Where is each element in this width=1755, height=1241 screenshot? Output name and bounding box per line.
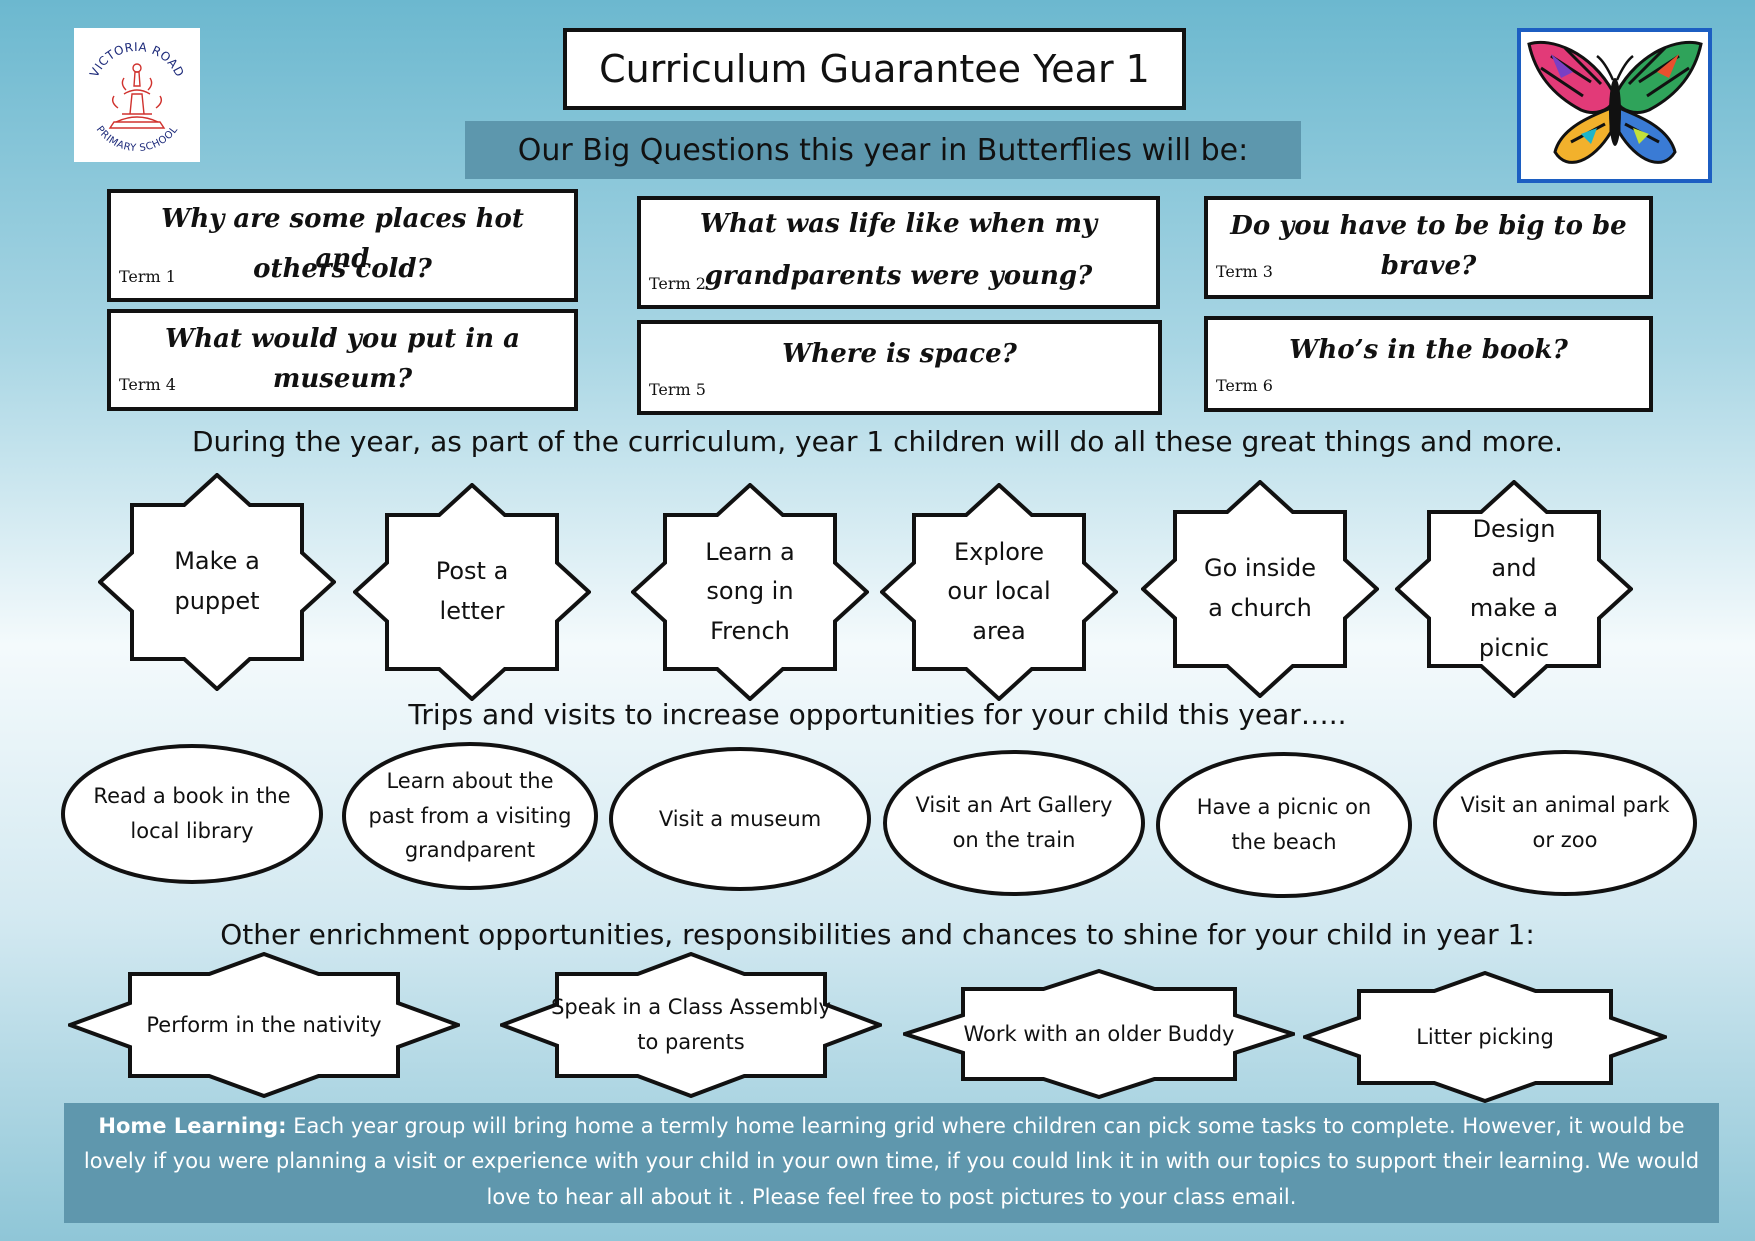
- question-line: What was life like when my: [699, 209, 1098, 239]
- logo-bottom-text: PRIMARY SCHOOL: [94, 124, 180, 154]
- trip-oval: Read a book in the local library: [60, 743, 324, 885]
- trip-label: Visit a museum: [658, 806, 822, 831]
- question-box-term-3: Do you have to be big to be brave? Term …: [1204, 196, 1653, 299]
- term-label: Term 3: [1216, 262, 1273, 281]
- trip-oval: Visit a museum: [608, 746, 872, 892]
- butterfly-icon: [1527, 40, 1703, 164]
- enrichment-star: Litter picking: [1303, 971, 1667, 1103]
- curriculum-activities-heading: During the year, as part of the curricul…: [191, 425, 1564, 458]
- trip-label: Learn about the past from a visiting gra…: [368, 769, 572, 863]
- trip-label: Visit an animal park or zoo: [1460, 793, 1670, 852]
- trip-label: Have a picnic on the beach: [1196, 795, 1372, 854]
- trips-heading: Trips and visits to increase opportuniti…: [408, 698, 1347, 731]
- big-questions-banner: Our Big Questions this year in Butterfli…: [465, 121, 1301, 179]
- activity-star: Make a puppet: [98, 473, 336, 691]
- question-line: others cold?: [253, 254, 432, 284]
- enrichment-label: Work with an older Buddy: [963, 1021, 1235, 1046]
- question-line: What would you put in a: [165, 324, 520, 354]
- question-box-term-4: What would you put in a museum? Term 4: [107, 309, 578, 411]
- home-learning-label: Home Learning:: [98, 1114, 287, 1138]
- enrichment-star: Speak in a Class Assembly to parents: [500, 952, 882, 1098]
- home-learning-panel: Home Learning: Each year group will brin…: [64, 1103, 1719, 1223]
- enrichment-label: Speak in a Class Assembly to parents: [551, 995, 831, 1054]
- question-box-term-2: What was life like when my grandparents …: [637, 196, 1160, 309]
- question-box-term-5: Where is space? Term 5: [637, 320, 1162, 415]
- page-title: Curriculum Guarantee Year 1: [563, 28, 1186, 110]
- enrichment-heading: Other enrichment opportunities, responsi…: [220, 918, 1535, 951]
- question-line: Why are some places hot and: [161, 204, 524, 275]
- question-line: museum?: [272, 364, 413, 394]
- question-line: Do you have to be big to be: [1230, 211, 1627, 241]
- activity-star: Design and make a picnic: [1395, 480, 1633, 698]
- trip-oval: Visit an animal park or zoo: [1432, 749, 1698, 897]
- enrichment-star: Perform in the nativity: [68, 952, 460, 1098]
- logo-top-text: VICTORIA ROAD: [87, 40, 186, 80]
- question-line: Who’s in the book?: [1289, 335, 1568, 365]
- activity-star: Post a letter: [353, 483, 591, 701]
- trip-oval: Visit an Art Gallery on the train: [882, 749, 1146, 897]
- enrichment-label: Perform in the nativity: [146, 1012, 382, 1037]
- question-line: brave?: [1380, 251, 1477, 281]
- term-label: Term 6: [1216, 376, 1273, 395]
- fountain-emblem-icon: VICTORIA ROAD PRIMARY SCHOOL: [87, 40, 187, 154]
- activity-label: Learn a song in French: [705, 537, 795, 645]
- trip-label: Visit an Art Gallery on the train: [915, 793, 1113, 852]
- activity-star: Go inside a church: [1141, 480, 1379, 698]
- activity-label: Make a puppet: [174, 547, 260, 615]
- svg-text:PRIMARY SCHOOL: PRIMARY SCHOOL: [94, 124, 181, 154]
- question-box-term-6: Who’s in the book? Term 6: [1204, 316, 1653, 412]
- activity-label: Go inside a church: [1204, 554, 1316, 622]
- school-logo: VICTORIA ROAD PRIMARY SCHOOL: [74, 28, 200, 162]
- enrichment-star: Work with an older Buddy: [903, 969, 1295, 1099]
- enrichment-label: Litter picking: [1416, 1024, 1554, 1049]
- activity-label: Design and make a picnic: [1469, 514, 1559, 662]
- activity-star: Learn a song in French: [631, 483, 869, 701]
- trip-oval: Learn about the past from a visiting gra…: [341, 741, 599, 891]
- term-label: Term 2: [649, 274, 706, 293]
- question-box-term-1: Why are some places hot and others cold?…: [107, 189, 578, 302]
- term-label: Term 5: [649, 380, 706, 399]
- term-label: Term 4: [119, 375, 176, 394]
- term-label: Term 1: [119, 267, 176, 286]
- trip-oval: Have a picnic on the beach: [1155, 751, 1413, 899]
- question-line: grandparents were young?: [704, 261, 1093, 291]
- trip-label: Read a book in the local library: [93, 784, 291, 843]
- svg-text:VICTORIA ROAD: VICTORIA ROAD: [87, 40, 187, 80]
- activity-label: Post a letter: [435, 557, 509, 625]
- home-learning-text: Each year group will bring home a termly…: [83, 1114, 1700, 1209]
- butterfly-mascot: [1517, 28, 1712, 183]
- question-line: Where is space?: [782, 339, 1017, 369]
- activity-star: Explore our local area: [880, 483, 1118, 701]
- activity-label: Explore our local area: [947, 537, 1051, 645]
